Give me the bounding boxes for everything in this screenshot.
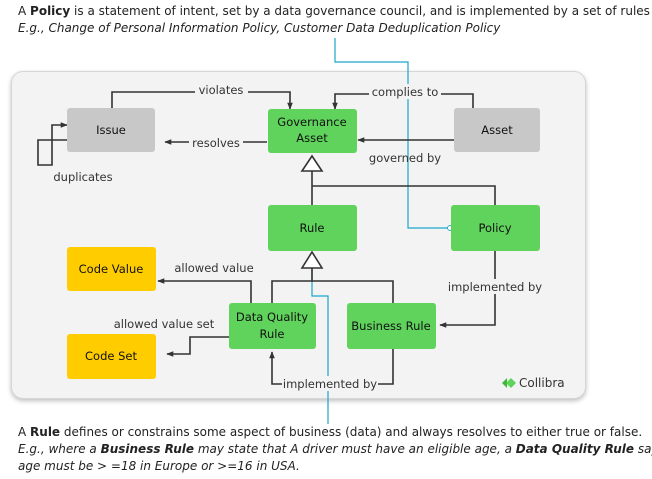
triangle-governance-asset bbox=[300, 154, 324, 172]
edge-labels: violates complies to resolves governed b… bbox=[53, 82, 543, 391]
node-asset[interactable]: Asset bbox=[454, 108, 540, 152]
implemented-by-policy-edge bbox=[439, 251, 496, 328]
node-code-set[interactable]: Code Set bbox=[67, 334, 156, 379]
policy-label: Policy bbox=[478, 221, 511, 235]
code-value-label: Code Value bbox=[79, 262, 144, 276]
brand-name: Collibra bbox=[519, 376, 565, 390]
edges bbox=[37, 91, 496, 385]
implemented-by-policy-label: implemented by bbox=[448, 280, 542, 294]
governed-by-label: governed by bbox=[369, 151, 441, 165]
dq-rule-generalization-edge bbox=[271, 268, 313, 303]
violates-label: violates bbox=[199, 83, 244, 97]
node-rule[interactable]: Rule bbox=[268, 205, 357, 251]
node-business-rule[interactable]: Business Rule bbox=[347, 303, 436, 349]
triangle-rule bbox=[300, 250, 324, 269]
node-governance-asset[interactable]: Governance Asset bbox=[268, 109, 357, 153]
business-rule-generalization-edge bbox=[312, 280, 394, 303]
rule-example-line2: age must be > =18 in Europe or >=16 in U… bbox=[18, 459, 300, 473]
rule-definition: A Rule defines or constrains some aspect… bbox=[18, 425, 643, 439]
resolves-label: resolves bbox=[192, 136, 240, 150]
rule-example-line1: E.g., where a Business Rule may state th… bbox=[18, 442, 652, 456]
allowed-value-edge bbox=[157, 278, 252, 303]
issue-label: Issue bbox=[96, 123, 126, 137]
allowed-value-set-edge bbox=[166, 336, 229, 357]
data-quality-rule-label-line2: Rule bbox=[259, 327, 284, 341]
implemented-by-rule-label: implemented by bbox=[283, 377, 377, 391]
policy-callout-connector bbox=[334, 38, 453, 231]
top-caption: A Policy is a statement of intent, set b… bbox=[18, 3, 650, 37]
collibra-logo-icon bbox=[502, 378, 516, 388]
rule-label: Rule bbox=[299, 221, 324, 235]
asset-label: Asset bbox=[481, 123, 513, 137]
node-policy[interactable]: Policy bbox=[451, 205, 540, 251]
collibra-logo: Collibra bbox=[502, 376, 565, 390]
duplicates-edge bbox=[37, 122, 68, 166]
data-quality-rule-label-line1: Data Quality bbox=[236, 310, 308, 324]
generalization-heads bbox=[300, 154, 324, 269]
policy-examples: E.g., Change of Personal Information Pol… bbox=[18, 21, 501, 35]
business-rule-label: Business Rule bbox=[351, 319, 430, 333]
duplicates-label: duplicates bbox=[53, 170, 112, 184]
allowed-value-label: allowed value bbox=[174, 261, 253, 275]
bottom-caption: A Rule defines or constrains some aspect… bbox=[18, 424, 652, 475]
node-issue[interactable]: Issue bbox=[67, 108, 155, 152]
governance-asset-label-line1: Governance bbox=[277, 115, 346, 129]
code-set-label: Code Set bbox=[85, 349, 137, 363]
node-code-value[interactable]: Code Value bbox=[67, 247, 156, 291]
governance-asset-label-line2: Asset bbox=[296, 131, 328, 145]
policy-generalization-edge bbox=[312, 185, 496, 205]
complies-to-label: complies to bbox=[372, 85, 439, 99]
allowed-value-set-label: allowed value set bbox=[114, 317, 215, 331]
policy-definition: A Policy is a statement of intent, set b… bbox=[18, 4, 650, 18]
node-data-quality-rule[interactable]: Data Quality Rule bbox=[229, 303, 316, 349]
